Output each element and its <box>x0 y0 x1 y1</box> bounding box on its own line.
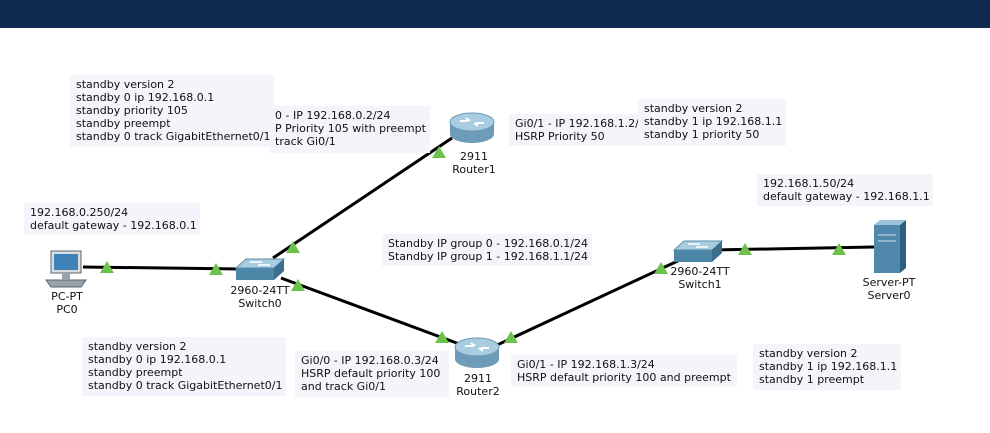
server0-model: Server-PT <box>862 276 916 289</box>
router2-label: 2911 Router2 <box>456 372 499 398</box>
standby-groups-note[interactable]: Standby IP group 0 - 192.168.0.1/24 Stan… <box>382 234 592 266</box>
switch-icon[interactable] <box>672 240 724 262</box>
link-up-marker <box>100 261 114 273</box>
link-up-marker <box>504 331 518 343</box>
router-icon[interactable] <box>449 112 495 143</box>
note-line: HSRP Priority 50 <box>515 130 605 143</box>
note-line: standby 1 preempt <box>759 373 865 386</box>
note-line: 192.168.1.50/24 <box>763 177 855 190</box>
router1-gi00-note[interactable]: 0 - IP 192.168.0.2/24 P Priority 105 wit… <box>270 106 430 153</box>
router2-group1-config-note[interactable]: standby version 2 standby 1 ip 192.168.1… <box>753 344 901 390</box>
note-line: standby preempt <box>88 366 183 379</box>
link-up-marker <box>291 279 305 291</box>
switch0-name: Switch0 <box>238 297 282 310</box>
link-up-marker <box>654 262 668 274</box>
server-icon[interactable] <box>874 220 906 273</box>
note-line: P Priority 105 with preempt <box>275 122 426 135</box>
pc-ip-note[interactable]: 192.168.0.250/24 default gateway - 192.1… <box>24 203 200 235</box>
switch1-label: 2960-24TT Switch1 <box>670 265 729 291</box>
switch0-label: 2960-24TT Switch0 <box>230 284 289 310</box>
link-up-marker <box>832 243 846 255</box>
switch1-model: 2960-24TT <box>670 265 730 278</box>
note-line: standby version 2 <box>76 78 175 91</box>
note-line: and track Gi0/1 <box>301 380 386 393</box>
link-switch0-router2 <box>280 276 463 347</box>
router1-name: Router1 <box>452 163 496 176</box>
link-up-marker <box>209 263 223 275</box>
link-up-marker <box>435 331 449 343</box>
note-line: Standby IP group 0 - 192.168.0.1/24 <box>388 237 588 250</box>
note-line: standby 0 track GigabitEthernet0/1 <box>76 130 271 143</box>
router2-name: Router2 <box>456 385 500 398</box>
note-line: 0 - IP 192.168.0.2/24 <box>275 109 391 122</box>
pc-icon[interactable] <box>45 250 87 288</box>
note-line: standby version 2 <box>644 102 743 115</box>
pc0-label: PC-PT PC0 <box>51 290 83 316</box>
link-switch0-router1 <box>272 136 453 260</box>
note-line: track Gi0/1 <box>275 135 336 148</box>
note-line: standby 0 track GigabitEthernet0/1 <box>88 379 283 392</box>
note-line: HSRP default priority 100 <box>301 367 441 380</box>
router1-config-note[interactable]: standby version 2 standby 0 ip 192.168.0… <box>70 75 274 147</box>
link-router2-switch1 <box>494 257 683 348</box>
note-line: standby version 2 <box>88 340 187 353</box>
server-ip-note[interactable]: 192.168.1.50/24 default gateway - 192.16… <box>757 174 933 206</box>
note-line: standby 1 ip 192.168.1.1 <box>644 115 783 128</box>
note-line: Standby IP group 1 - 192.168.1.1/24 <box>388 250 588 263</box>
note-line: standby priority 105 <box>76 104 188 117</box>
link-up-marker <box>432 146 446 158</box>
note-line: standby 1 priority 50 <box>644 128 760 141</box>
server0-label: Server-PT Server0 <box>863 276 916 302</box>
router2-model: 2911 <box>463 372 492 385</box>
link-up-marker <box>738 243 752 255</box>
pc0-name: PC0 <box>56 303 78 316</box>
note-line: Gi0/1 - IP 192.168.1.3/24 <box>517 358 655 371</box>
note-line: default gateway - 192.168.1.1 <box>763 190 930 203</box>
note-line: standby version 2 <box>759 347 858 360</box>
note-line: default gateway - 192.168.0.1 <box>30 219 197 232</box>
router1-model: 2911 <box>459 150 488 163</box>
router2-gi00-note[interactable]: Gi0/0 - IP 192.168.0.3/24 HSRP default p… <box>295 351 449 397</box>
router1-gi01-note[interactable]: Gi0/1 - IP 192.168.1.2/ HSRP Priority 50 <box>509 114 639 146</box>
router1-group1-config-note[interactable]: standby version 2 standby 1 ip 192.168.1… <box>638 99 786 146</box>
note-line: standby 1 ip 192.168.1.1 <box>759 360 898 373</box>
link-switch1-server0 <box>711 245 875 252</box>
router1-label: 2911 Router1 <box>452 150 495 176</box>
note-line: Gi0/1 - IP 192.168.1.2/ <box>515 117 639 130</box>
note-line: standby 0 ip 192.168.0.1 <box>88 353 227 366</box>
note-line: standby preempt <box>76 117 171 130</box>
switch1-name: Switch1 <box>678 278 722 291</box>
note-line: standby 0 ip 192.168.0.1 <box>76 91 215 104</box>
header-bar <box>0 0 990 28</box>
note-line: 192.168.0.250/24 <box>30 206 129 219</box>
pc0-model: PC-PT <box>51 290 83 303</box>
note-line: Gi0/0 - IP 192.168.0.3/24 <box>301 354 439 367</box>
router2-config-note[interactable]: standby version 2 standby 0 ip 192.168.0… <box>82 337 286 396</box>
router2-gi01-note[interactable]: Gi0/1 - IP 192.168.1.3/24 HSRP default p… <box>511 355 737 387</box>
note-line: HSRP default priority 100 and preempt <box>517 371 731 384</box>
router-icon[interactable] <box>454 337 500 368</box>
link-up-marker <box>286 241 300 253</box>
switch0-model: 2960-24TT <box>230 284 290 297</box>
server0-name: Server0 <box>867 289 911 302</box>
switch-icon[interactable] <box>234 258 286 280</box>
